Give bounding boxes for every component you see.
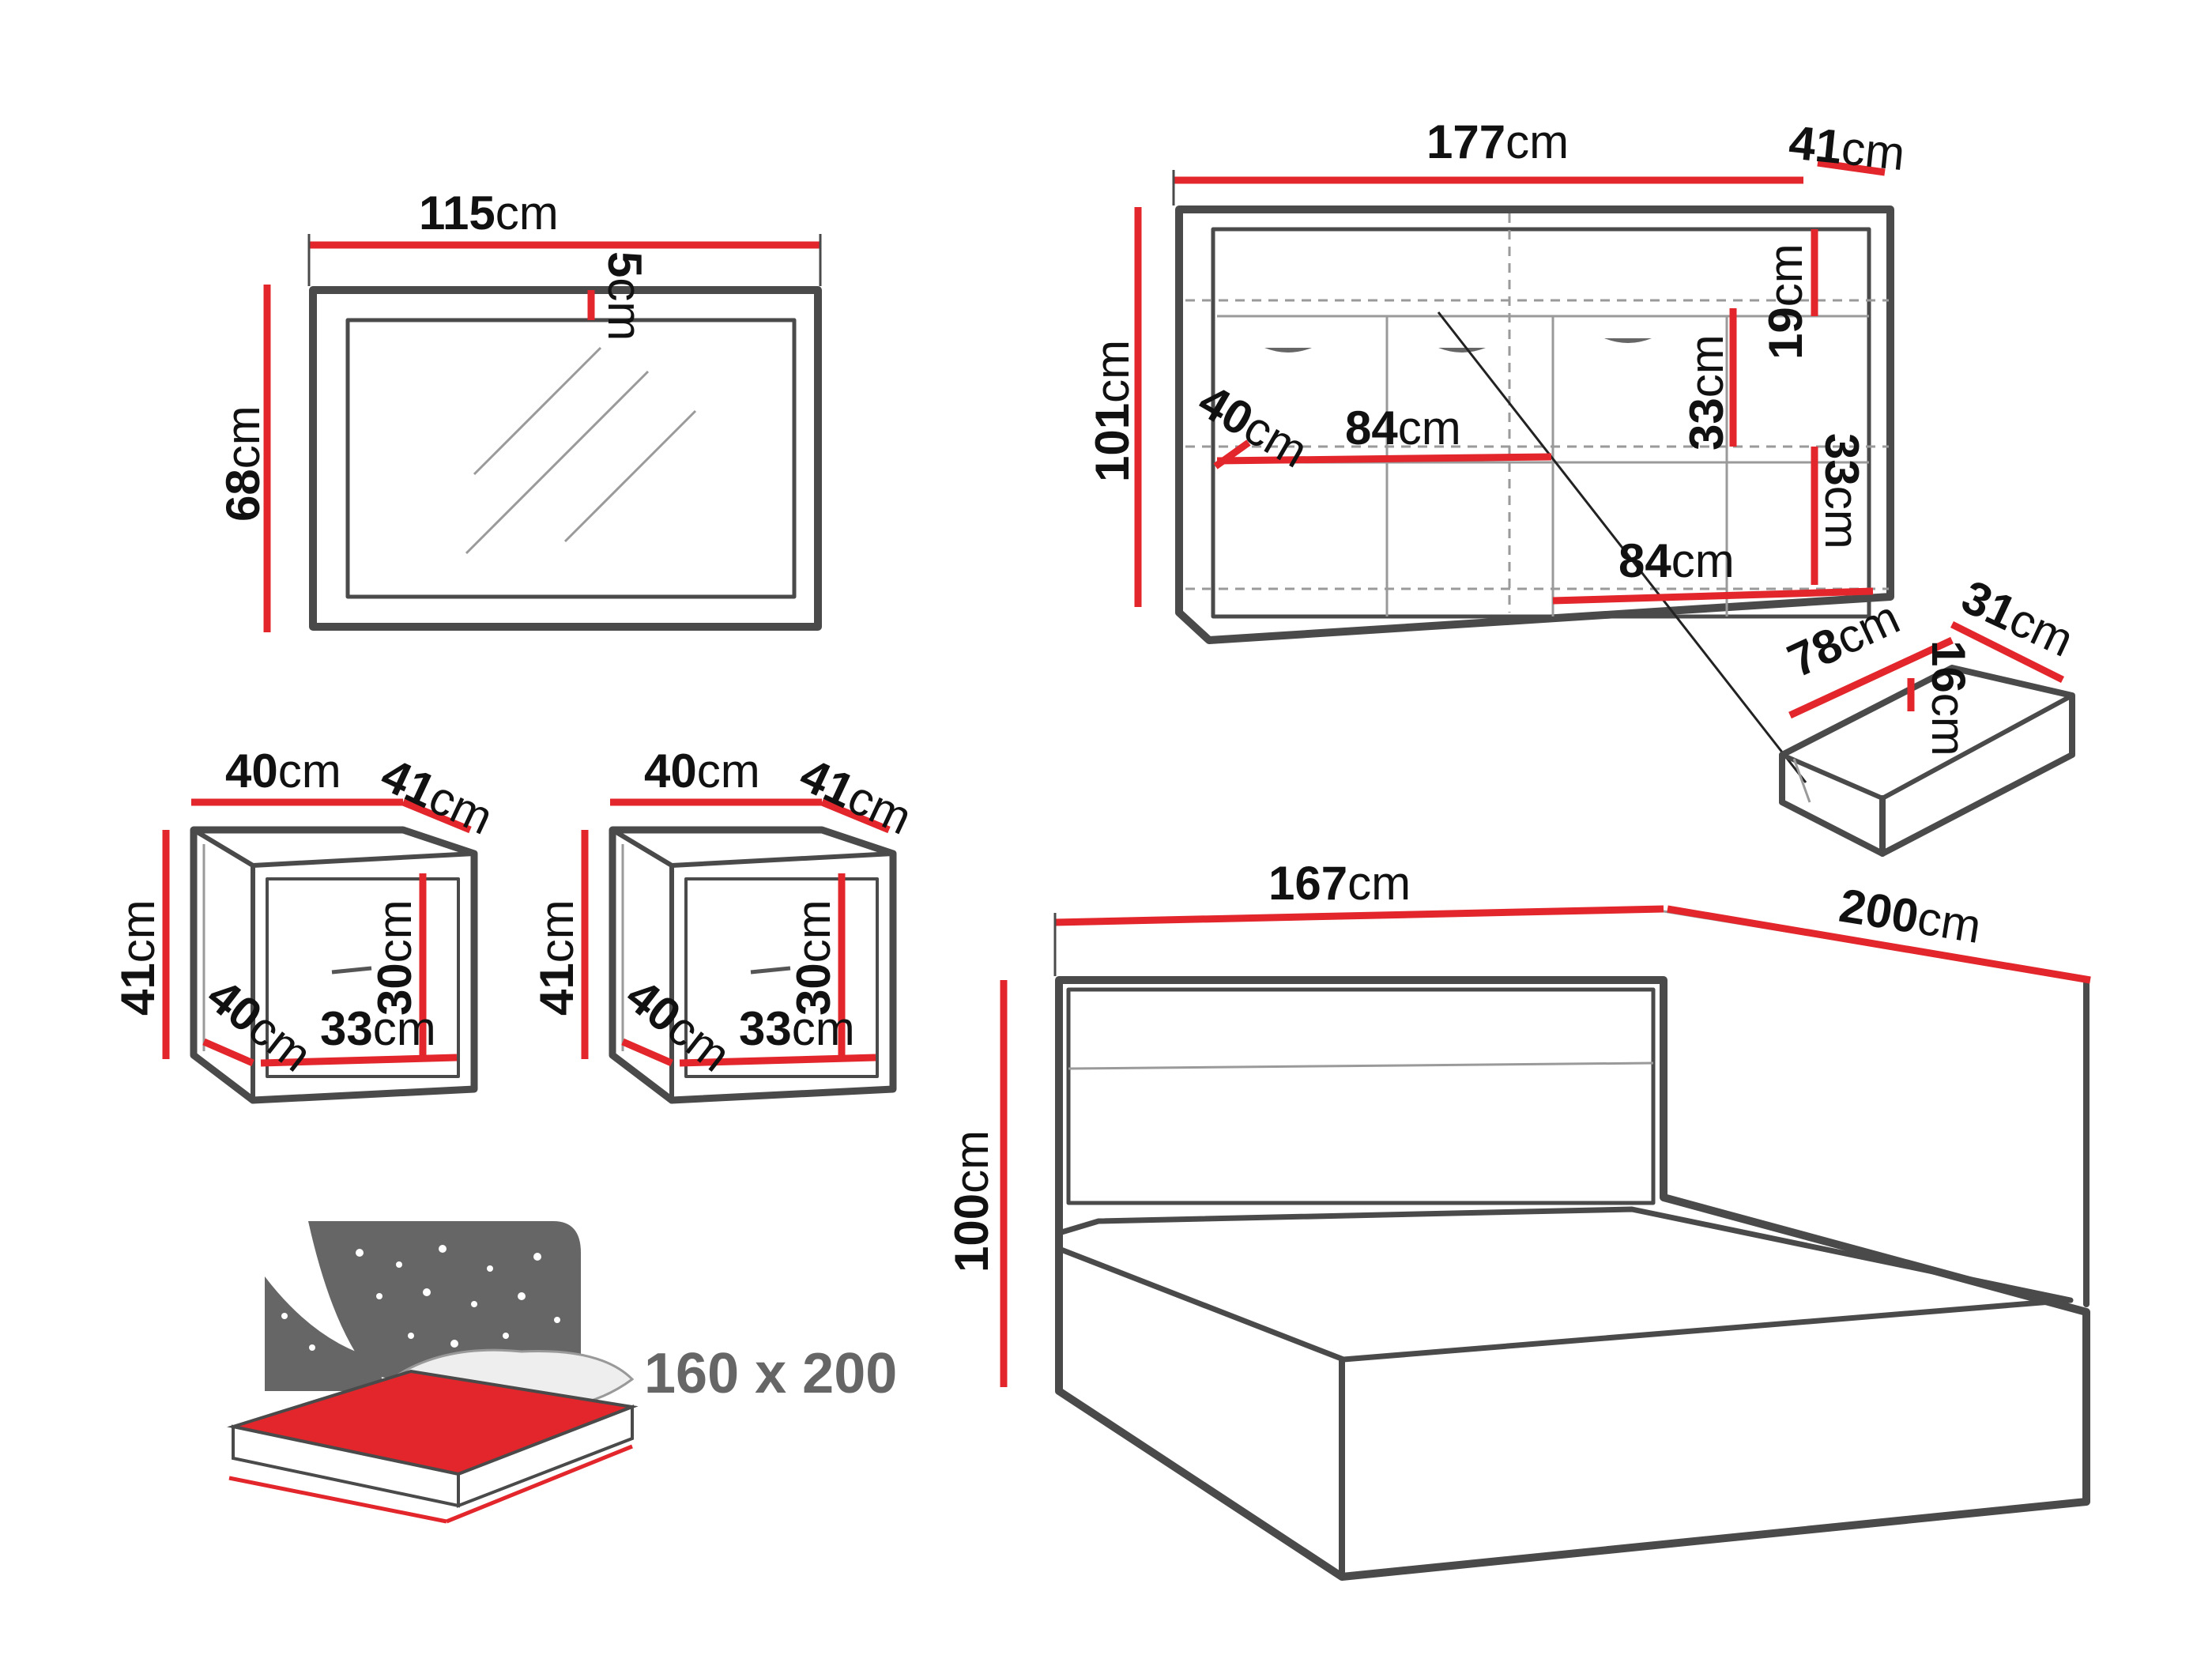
sideboard-depth-line xyxy=(1817,159,1886,176)
sideboard-shelf-depth-line xyxy=(1213,439,1251,469)
bed-body xyxy=(1055,976,2090,1581)
sideboard-depth-label: 41cm xyxy=(1787,115,1908,180)
sideboard-shelf-right-label: 33cm xyxy=(1815,433,1868,549)
nightstand-1-inner-height-label: 30cm xyxy=(368,899,421,1016)
bed-width-line xyxy=(1054,905,1664,926)
drawer-height-label: 16cm xyxy=(1922,640,1975,756)
nightstand-2-width-label: 40cm xyxy=(644,745,760,797)
mirror-height-label: 68cm xyxy=(217,405,269,522)
mattress-width-arrow xyxy=(228,1476,447,1524)
nightstand-1-depth-line xyxy=(401,798,472,834)
drawer: 78cm 31cm 16cm xyxy=(1779,570,2082,857)
nightstand-1-width-label: 40cm xyxy=(225,745,341,797)
mirror-frame-label: 5cm xyxy=(598,251,651,341)
bed-width-label: 167cm xyxy=(1268,857,1411,910)
mirror: 115cm 68cm 5cm xyxy=(217,187,822,632)
bed-headboard xyxy=(1066,987,1656,1205)
nightstand-1-inner-width-line xyxy=(260,1054,458,1067)
mirror-width-label: 115cm xyxy=(419,187,559,239)
sideboard-width-label: 177cm xyxy=(1426,115,1569,168)
sideboard-shelf-width-lower-label: 84cm xyxy=(1618,534,1735,587)
nightstand-2-depth-line xyxy=(820,798,891,834)
sideboard-shelf-width-lower-line xyxy=(1552,587,1874,605)
mattress-size-icon: 160 x 200 xyxy=(227,1221,897,1524)
nightstand-1: 40cm 41cm 41cm 30cm 33cm 40cm xyxy=(111,745,501,1104)
nightstand-1-body xyxy=(190,826,478,1104)
bed-length-label: 200cm xyxy=(1836,879,1984,953)
drawer-body xyxy=(1779,665,2075,857)
sideboard-shelf-left-label: 33cm xyxy=(1680,334,1733,451)
nightstand-2: 40cm 41cm 41cm 30cm 33cm 40cm xyxy=(530,745,920,1104)
drawer-width-line xyxy=(1788,636,1954,719)
nightstand-2-height-label: 41cm xyxy=(530,899,583,1016)
sideboard-height-label: 101cm xyxy=(1086,340,1139,482)
bed-height-label: 100cm xyxy=(945,1130,998,1273)
sideboard-shelf-width-upper-label: 84cm xyxy=(1345,402,1461,454)
bed: 167cm 200cm 100cm xyxy=(945,857,2091,1581)
sideboard: 177cm 41cm 101cm 19cm 33cm 33cm 84cm 84c… xyxy=(1086,115,1908,783)
mattress-size-label: 160 x 200 xyxy=(644,1342,897,1405)
drawer-depth-line xyxy=(1950,620,2065,684)
nightstand-1-inner-depth-line xyxy=(202,1038,254,1067)
nightstand-2-inner-height-label: 30cm xyxy=(787,899,840,1016)
sideboard-shelf-width-upper-line xyxy=(1216,453,1552,465)
sideboard-top-label: 19cm xyxy=(1759,243,1812,360)
nightstand-2-inner-width-line xyxy=(679,1054,876,1067)
mattress-length-arrow xyxy=(446,1444,633,1524)
nightstand-2-inner-width-label: 33cm xyxy=(739,1002,855,1055)
nightstand-2-inner-depth-line xyxy=(621,1038,673,1067)
nightstand-1-inner-width-label: 33cm xyxy=(320,1002,436,1055)
bed-length-line xyxy=(1667,905,2091,984)
mirror-glass xyxy=(345,318,797,599)
mirror-frame xyxy=(309,286,822,631)
nightstand-2-body xyxy=(609,826,897,1104)
nightstand-1-height-label: 41cm xyxy=(111,899,164,1016)
